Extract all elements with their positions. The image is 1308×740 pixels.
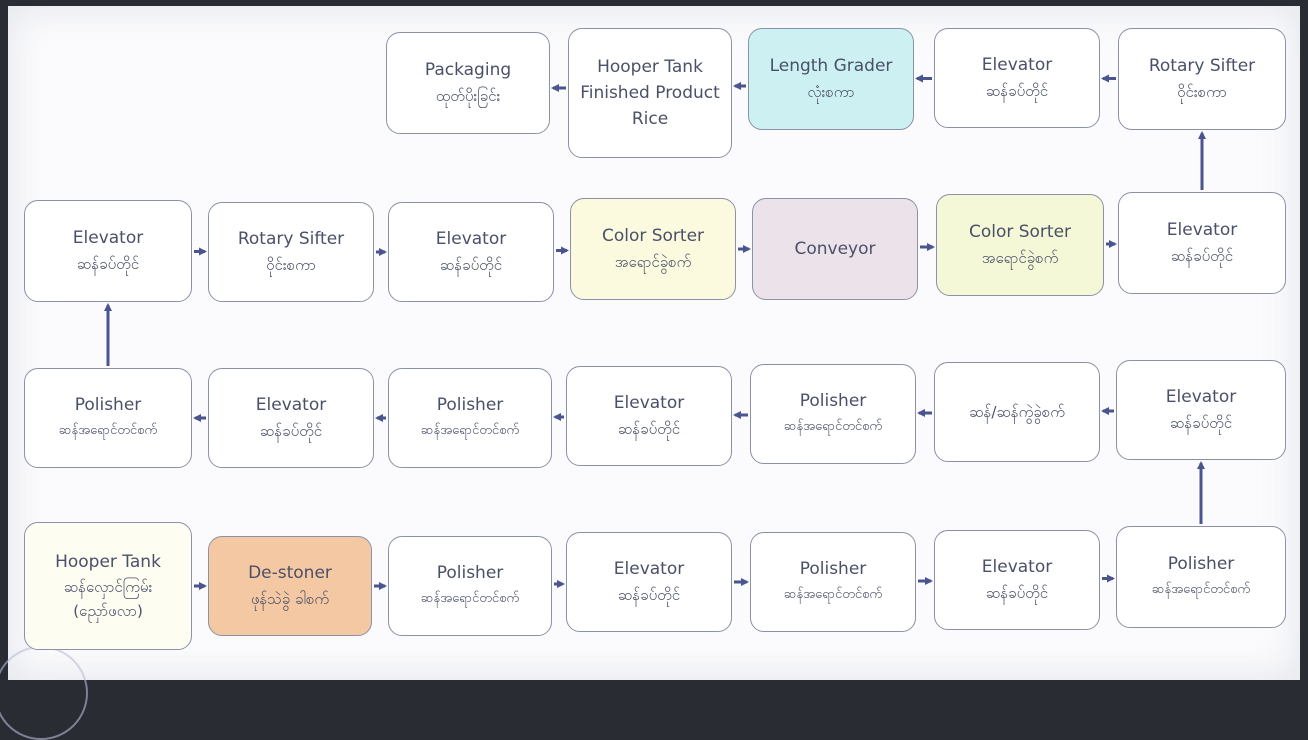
node-color-sorter: Color Sorter အရောင်ခွဲစက် bbox=[936, 194, 1104, 296]
node-hopper-tank-raw: Hooper Tank ဆန်လှောင်ကြမ်း (ညှော်ဖလာ) bbox=[24, 522, 192, 650]
node-rotary-sifter: Rotary Sifter ဝိုင်းစကာ bbox=[1118, 28, 1286, 130]
node-rotary-sifter: Rotary Sifter ဝိုင်းစကာ bbox=[208, 202, 374, 302]
node-color-sorter: Color Sorter အရောင်ခွဲစက် bbox=[570, 198, 736, 300]
node-polisher: Polisher ဆန်အရောင်တင်စက် bbox=[388, 368, 552, 468]
node-conveyor: Conveyor bbox=[752, 198, 918, 300]
seal-stamp bbox=[0, 646, 88, 740]
node-polisher: Polisher ဆန်အရောင်တင်စက် bbox=[24, 368, 192, 468]
node-elevator: Elevator ဆန်ခပ်တိုင် bbox=[1118, 192, 1286, 294]
node-packaging: Packaging ထုတ်ပိုးခြင်း bbox=[386, 32, 550, 134]
node-elevator: Elevator ဆန်ခပ်တိုင် bbox=[934, 530, 1100, 630]
node-length-grader: Length Grader လုံးစကာ bbox=[748, 28, 914, 130]
node-elevator: Elevator ဆန်ခပ်တိုင် bbox=[24, 200, 192, 302]
node-elevator: Elevator ဆန်ခပ်တိုင် bbox=[566, 366, 732, 466]
node-elevator: Elevator ဆန်ခပ်တိုင် bbox=[388, 202, 554, 302]
node-elevator: Elevator ဆန်ခပ်တိုင် bbox=[208, 368, 374, 468]
node-de-stoner: De-stoner ဖုန်သဲခွဲ ခါစက် bbox=[208, 536, 372, 636]
node-elevator: Elevator ဆန်ခပ်တိုင် bbox=[1116, 360, 1286, 460]
node-polisher: Polisher ဆန်အရောင်တင်စက် bbox=[750, 364, 916, 464]
node-polisher: Polisher ဆန်အရောင်တင်စက် bbox=[388, 536, 552, 636]
flow-connectors bbox=[104, 74, 1206, 590]
node-elevator: Elevator ဆန်ခပ်တိုင် bbox=[566, 532, 732, 632]
node-rice-broken-separator: ဆန်/ဆန်ကွဲခွဲစက် bbox=[934, 362, 1100, 462]
node-polisher: Polisher ဆန်အရောင်တင်စက် bbox=[1116, 526, 1286, 628]
node-polisher: Polisher ဆန်အရောင်တင်စက် bbox=[750, 532, 916, 632]
node-hopper-tank-finished-product: Hooper Tank Finished Product Rice bbox=[568, 28, 732, 158]
node-elevator: Elevator ဆန်ခပ်တိုင် bbox=[934, 28, 1100, 128]
